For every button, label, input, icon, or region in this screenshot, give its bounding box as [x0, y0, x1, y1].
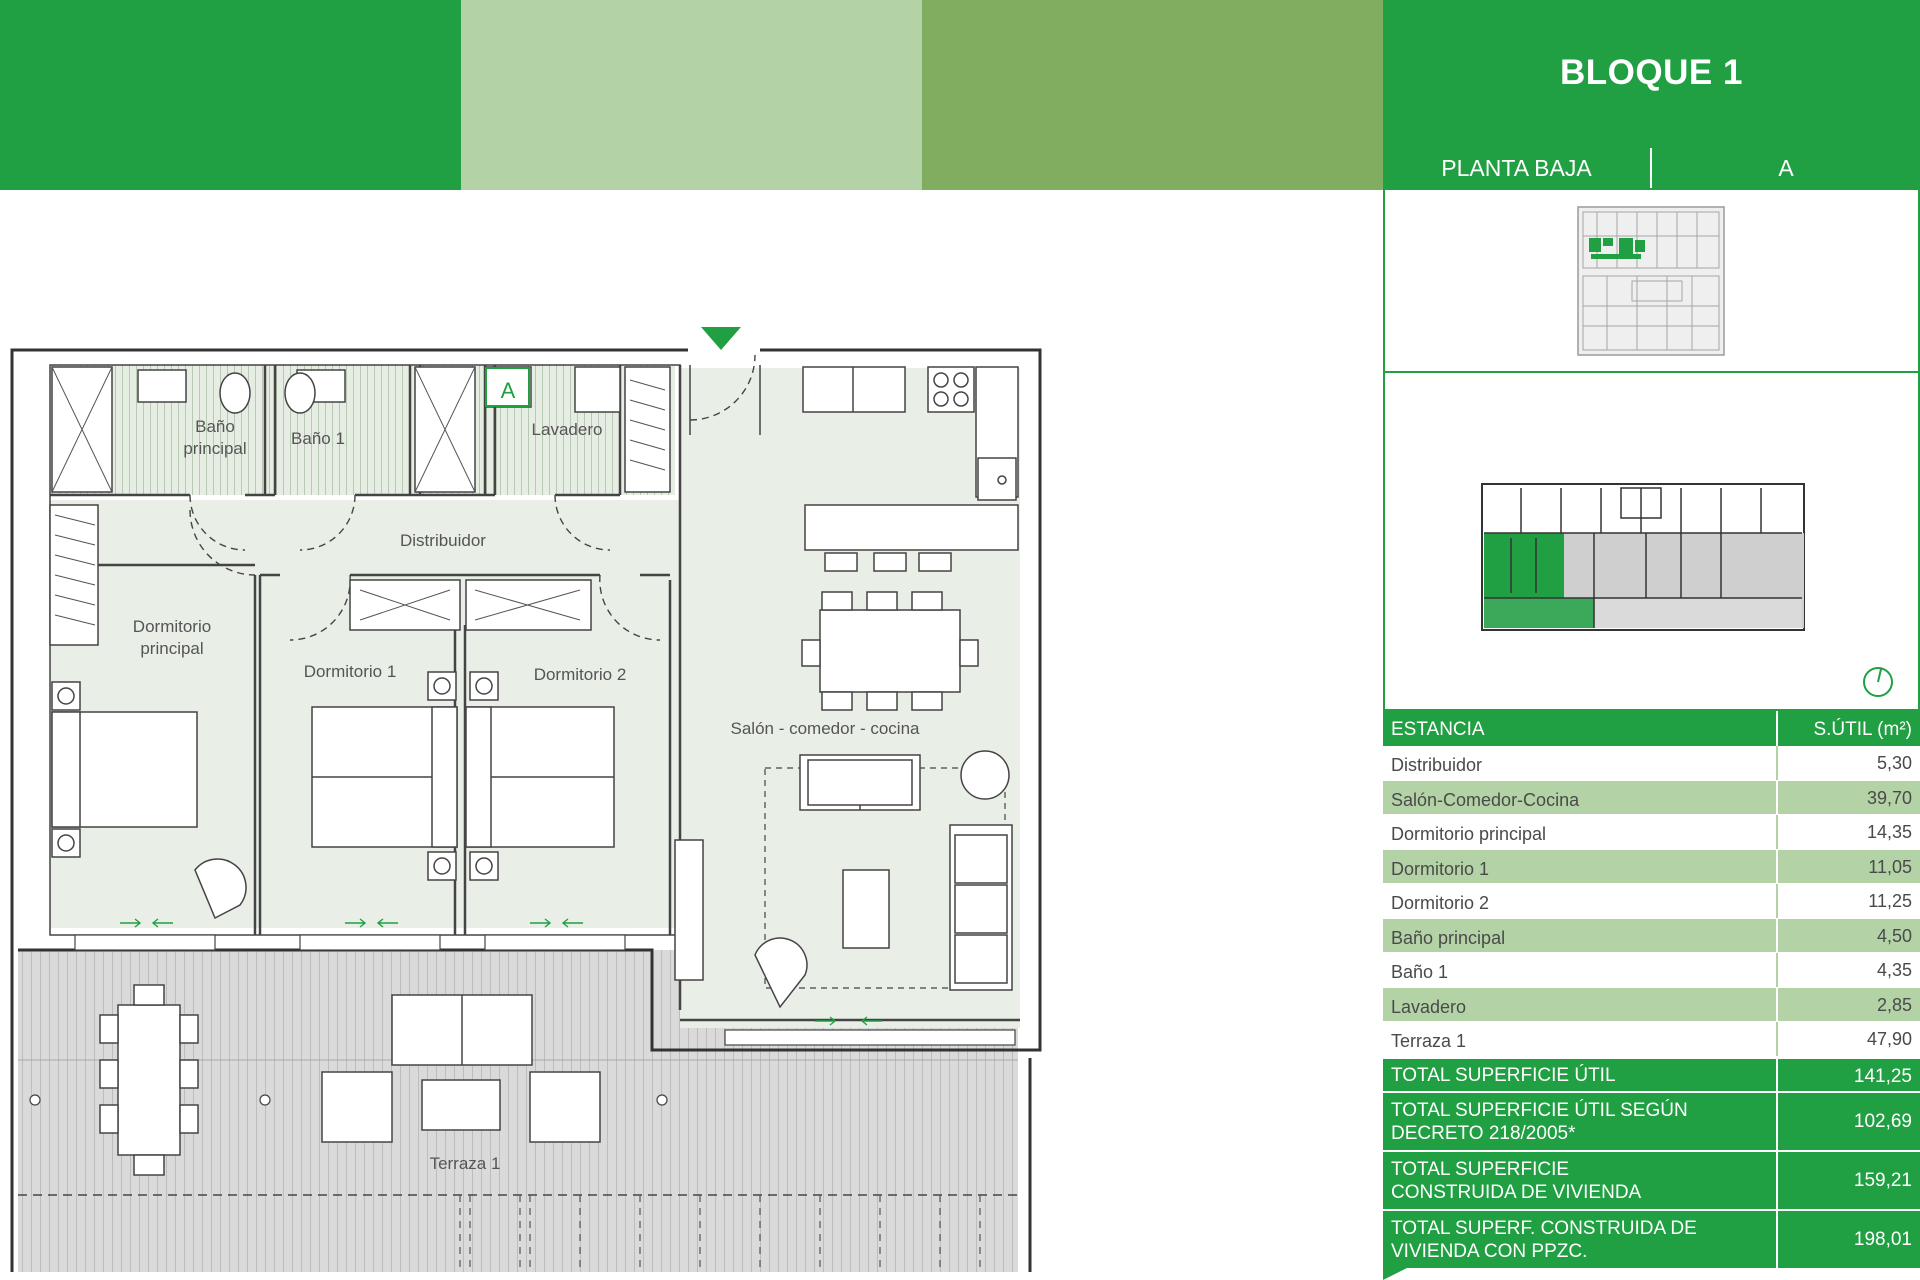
- total-value: 159,21: [1853, 1169, 1912, 1191]
- table-row: Distribuidor 5,30: [1383, 746, 1920, 781]
- row-room: Dormitorio 1: [1391, 858, 1490, 879]
- header-band-light-green: [461, 0, 922, 190]
- unit-tag-box: [485, 367, 530, 407]
- floor-label: PLANTA BAJA: [1383, 148, 1652, 188]
- total-value: 102,69: [1853, 1110, 1912, 1132]
- row-room: Baño principal: [1391, 927, 1506, 948]
- header-band-mid-green: [922, 0, 1383, 190]
- row-room: Dormitorio principal: [1391, 824, 1547, 844]
- table-tail-mark: [1383, 1265, 1413, 1280]
- room-label-lavadero: Lavadero: [532, 420, 603, 439]
- table-header: ESTANCIA S.ÚTIL (m²): [1383, 711, 1920, 746]
- unit-label: A: [1778, 154, 1794, 181]
- floor-plan: A: [10, 327, 1042, 1272]
- total-value: 141,25: [1853, 1065, 1912, 1087]
- unit-tag: A: [501, 378, 516, 403]
- block-plan-thumbnail: [1481, 483, 1805, 631]
- room-label-terraza: Terraza 1: [430, 1154, 501, 1173]
- total-row: TOTAL SUPERFICIE ÚTIL 141,25: [1383, 1056, 1920, 1091]
- row-room: Dormitorio 2: [1391, 893, 1490, 913]
- row-room: Terraza 1: [1391, 1031, 1467, 1051]
- total-label: TOTAL SUPERFICIE ÚTIL: [1391, 1064, 1616, 1086]
- row-area: 4,50: [1876, 925, 1912, 946]
- row-area: 14,35: [1866, 822, 1912, 842]
- row-room: Lavadero: [1391, 996, 1467, 1017]
- total-value: 198,01: [1853, 1228, 1912, 1250]
- table-row: Baño principal 4,50: [1383, 918, 1920, 953]
- block-plan-box: [1383, 373, 1920, 711]
- row-area: 5,30: [1876, 753, 1912, 773]
- block-title: BLOQUE 1: [1383, 0, 1920, 146]
- row-area: 11,25: [1868, 891, 1912, 911]
- header-room: ESTANCIA: [1391, 719, 1485, 740]
- north-compass-icon: [1863, 667, 1893, 697]
- row-room: Baño 1: [1391, 962, 1449, 982]
- entrance-arrow-icon: [701, 327, 741, 350]
- row-area: 2,85: [1876, 994, 1912, 1015]
- site-plan-thumbnail: [1577, 206, 1725, 356]
- floor-unit-bar: PLANTA BAJA A: [1383, 146, 1920, 190]
- header-area: S.ÚTIL (m²): [1813, 719, 1912, 740]
- header-band-dark-green: [0, 0, 461, 190]
- row-area: 11,05: [1868, 856, 1912, 877]
- table-row: Dormitorio 1 11,05: [1383, 849, 1920, 884]
- row-area: 39,70: [1866, 787, 1912, 808]
- surface-table: ESTANCIA S.ÚTIL (m²) Distribuidor 5,30 S…: [1383, 711, 1920, 1268]
- row-room: Salón-Comedor-Cocina: [1391, 789, 1580, 810]
- unit-info-panel: BLOQUE 1 PLANTA BAJA A: [1383, 0, 1920, 1280]
- room-label-salon: Salón - comedor - cocina: [731, 719, 921, 738]
- table-row: Dormitorio principal 14,35: [1383, 815, 1920, 850]
- row-room: Distribuidor: [1391, 755, 1483, 775]
- row-area: 47,90: [1866, 1029, 1912, 1049]
- row-area: 4,35: [1876, 960, 1912, 980]
- room-label-distribuidor: Distribuidor: [400, 531, 486, 550]
- total-row: TOTAL SUPERFICIE ÚTIL SEGÚN DECRETO 218/…: [1383, 1090, 1920, 1150]
- room-label-dormitorio-2: Dormitorio 2: [534, 665, 627, 684]
- table-row: Terraza 1 47,90: [1383, 1022, 1920, 1057]
- room-label-dormitorio-1: Dormitorio 1: [304, 662, 397, 681]
- site-plan-box: [1383, 190, 1920, 373]
- table-row: Baño 1 4,35: [1383, 953, 1920, 988]
- total-label: TOTAL SUPERFICIE ÚTIL SEGÚN DECRETO 218/…: [1391, 1099, 1688, 1144]
- room-label-bano-1: Baño 1: [291, 429, 345, 448]
- total-row: TOTAL SUPERF. CONSTRUIDA DE VIVIENDA CON…: [1383, 1208, 1920, 1268]
- table-row: Lavadero 2,85: [1383, 987, 1920, 1022]
- table-row: Salón-Comedor-Cocina 39,70: [1383, 780, 1920, 815]
- table-row: Dormitorio 2 11,25: [1383, 884, 1920, 919]
- total-label: TOTAL SUPERF. CONSTRUIDA DE VIVIENDA CON…: [1391, 1217, 1697, 1262]
- total-row: TOTAL SUPERFICIE CONSTRUIDA DE VIVIENDA …: [1383, 1149, 1920, 1209]
- total-label: TOTAL SUPERFICIE CONSTRUIDA DE VIVIENDA: [1391, 1158, 1642, 1203]
